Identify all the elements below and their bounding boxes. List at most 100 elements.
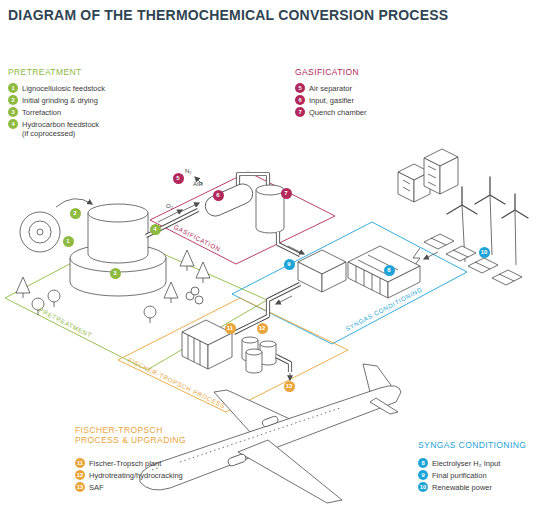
legend-text: Air separator (309, 84, 352, 93)
electrolyser-stacks (358, 255, 398, 275)
gas-label: O₂ (166, 203, 173, 210)
gas-label: AIR (193, 181, 203, 188)
electrolyser-side (348, 262, 388, 298)
gas-label: N₂ (185, 168, 192, 175)
turbine-blades (447, 187, 477, 214)
callout-number: 7 (281, 188, 292, 199)
section-heading: PRETREATMENT (8, 67, 82, 77)
feedstock-bale-core (37, 229, 43, 235)
callout-number: 10 (479, 247, 490, 258)
legend-text: Lignocellulosic feedstock (22, 84, 105, 93)
callout-number-text: 13 (284, 381, 295, 392)
legend-text: Hydrotreating/hydrocracking (89, 471, 183, 480)
gasifier-vessel (202, 181, 256, 220)
aircraft-engine (227, 453, 247, 467)
pine-tree (196, 262, 210, 278)
building-side (440, 157, 458, 194)
legend-text: Input, gasifier (309, 96, 354, 105)
legend-text: Renewable power (432, 483, 492, 492)
hydrotreating-tank-top (260, 341, 276, 347)
legend-number: 5 (295, 83, 305, 93)
legend-number: 4 (8, 119, 18, 129)
flow-arrow (276, 296, 292, 304)
callout-number: 3 (110, 268, 121, 279)
legend-text: Hydrocarbon feedstock (if coprocessed) (22, 120, 102, 138)
callout-number: 8 (384, 265, 395, 276)
grinding-silo-top (88, 204, 148, 222)
callout-number-text: 2 (70, 208, 81, 219)
legend-number: 10 (418, 482, 428, 492)
turbine-blades (502, 194, 528, 218)
round-tree (48, 290, 60, 302)
feed-arrow (56, 199, 92, 207)
callout-number-text: 5 (173, 173, 184, 184)
log-end (191, 287, 199, 295)
diagram-title: DIAGRAM OF THE THERMOCHEMICAL CONVERSION… (8, 7, 448, 23)
electrolyser-stacks (356, 266, 380, 294)
callout-number-text: 4 (150, 224, 161, 235)
legend-number: 9 (418, 470, 428, 480)
callout-number: 1 (63, 236, 74, 247)
legend-text: Torrefaction (22, 108, 61, 117)
callout-number: 13 (284, 381, 295, 392)
aircraft-stabilizer (370, 398, 398, 414)
round-tree (144, 306, 156, 318)
legend-number: 3 (8, 107, 18, 117)
callout-number-text: 9 (284, 259, 295, 270)
callout-number-text: 8 (384, 265, 395, 276)
callout-number-text: 11 (225, 323, 236, 334)
section-heading: FISCHER-TROPSCH PROCESS & UPGRADING (75, 425, 197, 445)
zone-outline (118, 298, 348, 412)
ft-plant-fins (188, 335, 200, 365)
legend-number: 2 (8, 95, 18, 105)
callout-number: 11 (225, 323, 236, 334)
legend-number: 13 (75, 482, 85, 492)
legend-number: 6 (295, 95, 305, 105)
legend-number: 7 (295, 107, 305, 117)
callout-number-text: 7 (281, 188, 292, 199)
zone-outline (5, 236, 267, 370)
aircraft-engine (261, 415, 278, 427)
legend-text: SAF (89, 483, 104, 492)
purification-unit-side (298, 262, 322, 292)
hydrotreating-tank-top (242, 337, 258, 343)
turbine-blades (475, 177, 505, 204)
legend-text: Final purification (432, 471, 487, 480)
pine-tree (16, 277, 30, 293)
quench-chamber (256, 190, 284, 233)
building-side (398, 172, 414, 202)
ft-plant-side (208, 333, 232, 369)
product-pipe (234, 284, 300, 333)
callout-number-text: 6 (213, 190, 224, 201)
callout-number: 5 (173, 173, 184, 184)
callout-number: 6 (213, 190, 224, 201)
legend-number: 8 (418, 458, 428, 468)
section-heading: SYNGAS CONDITIONING (418, 440, 526, 450)
callout-number-text: 12 (257, 323, 268, 334)
flow-arrow (158, 210, 182, 222)
zone-outline (150, 172, 335, 264)
hydrotreating-tank-top (246, 349, 262, 355)
legend-number: 1 (8, 83, 18, 93)
callout-number: 12 (257, 323, 268, 334)
legend-text: Initial grinding & drying (22, 96, 98, 105)
legend-text: Quench chamber (309, 108, 367, 117)
callout-number: 9 (284, 259, 295, 270)
saf-pipe-inner (276, 356, 290, 372)
building-windows (403, 166, 436, 191)
product-pipe-inner (234, 284, 300, 333)
tree-trunk (23, 266, 203, 303)
feedstock-bale-ring (29, 221, 51, 243)
legend-number: 12 (75, 470, 85, 480)
saf-pipe (276, 356, 290, 372)
ft-plant-side (182, 332, 208, 369)
pine-tree (180, 250, 194, 266)
callout-number-text: 10 (479, 247, 490, 258)
syngas-pipe-inner (278, 232, 300, 255)
zone-outline (232, 222, 467, 344)
section-heading: GASIFICATION (295, 67, 359, 77)
aircraft-wing (238, 440, 342, 503)
pine-tree (164, 282, 178, 298)
quench-chamber-top (256, 185, 284, 195)
